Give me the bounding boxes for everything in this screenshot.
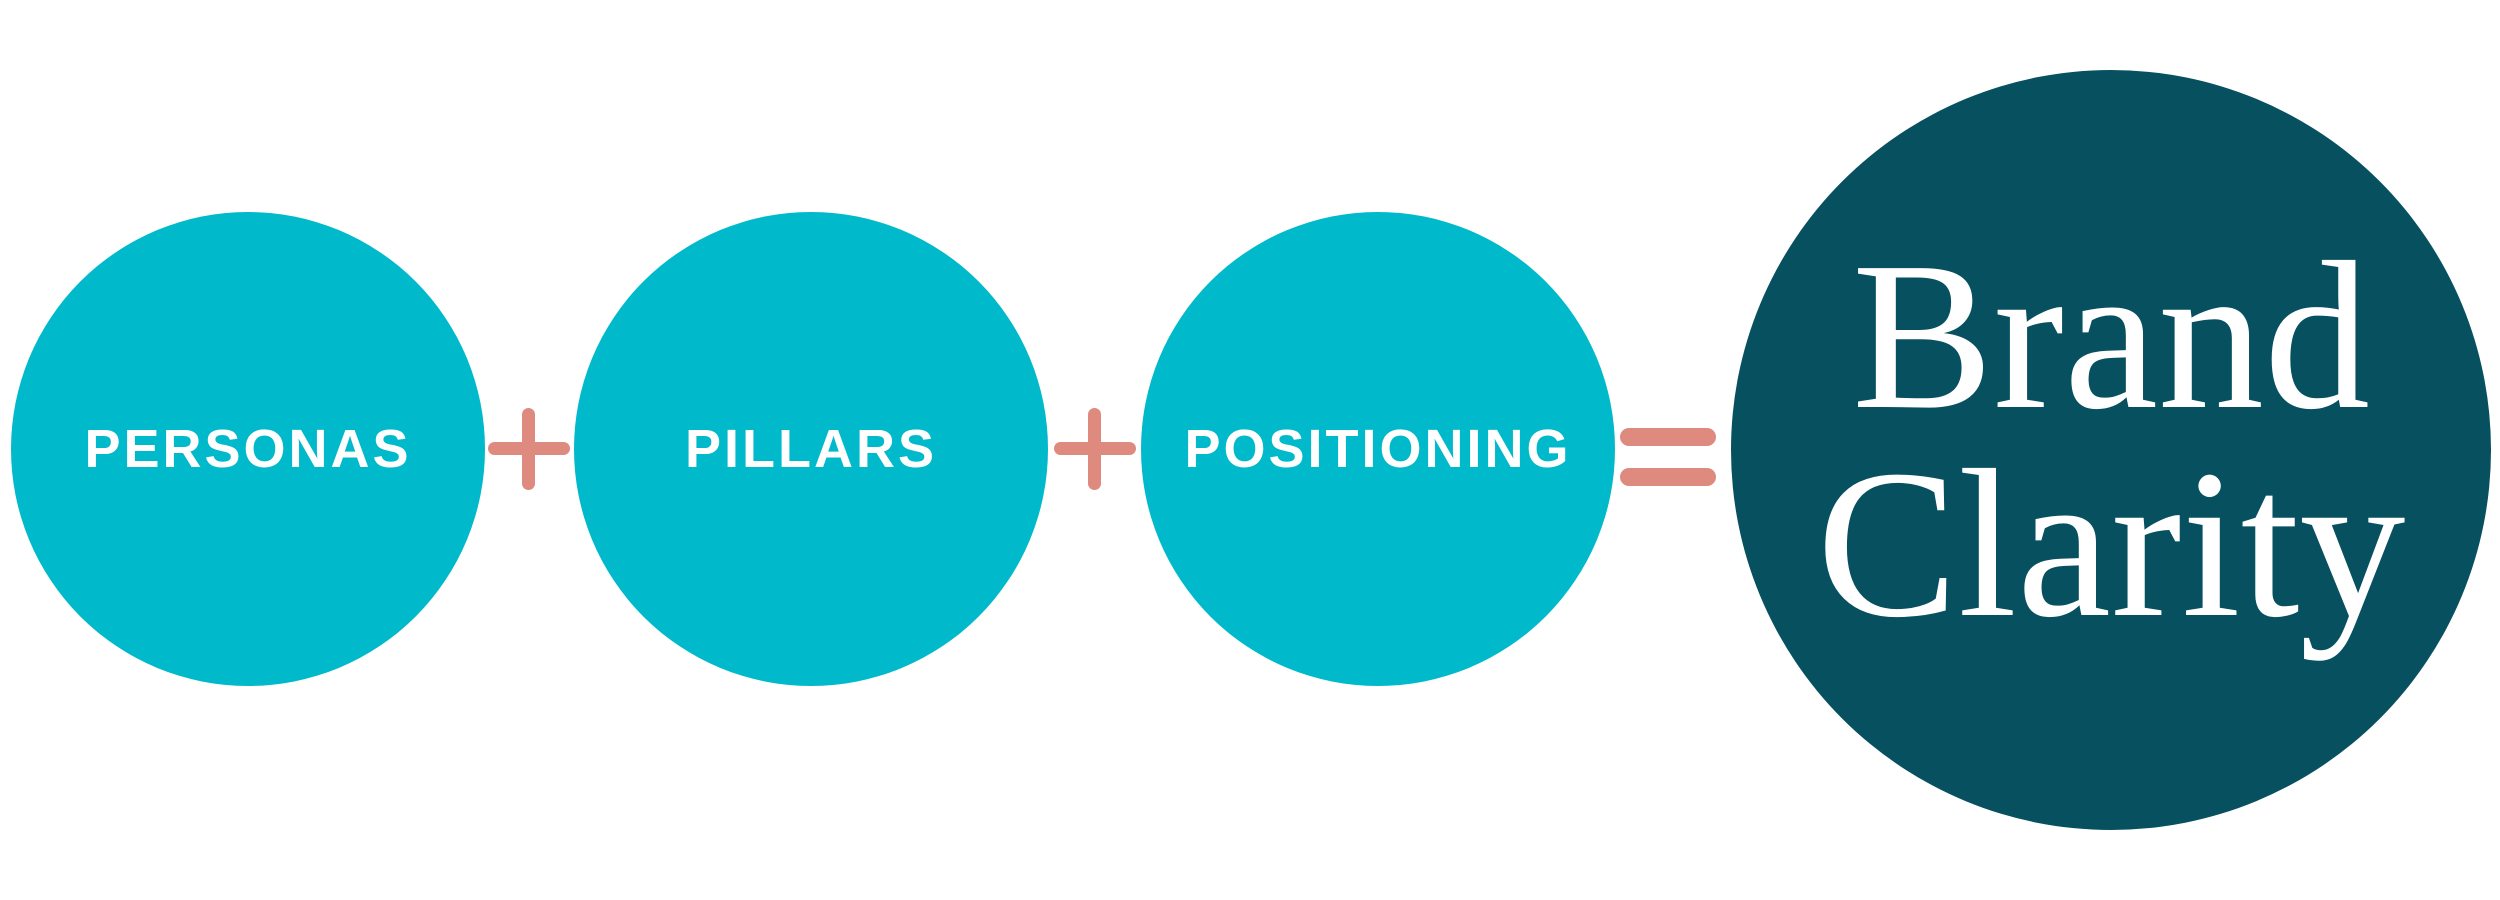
brand-clarity-circle: Brand Clarity bbox=[1731, 70, 2491, 830]
result-text: Brand Clarity bbox=[1816, 222, 2406, 661]
result-line-1: Brand bbox=[1851, 218, 2371, 453]
pillars-label: PILLARS bbox=[684, 419, 937, 479]
plus-icon bbox=[1054, 408, 1136, 490]
positioning-circle: POSITIONING bbox=[1141, 212, 1615, 686]
equals-icon bbox=[1620, 428, 1716, 486]
personas-circle: PERSONAS bbox=[11, 212, 485, 686]
result-line-2: Clarity bbox=[1816, 426, 2406, 661]
pillars-circle: PILLARS bbox=[574, 212, 1048, 686]
personas-label: PERSONAS bbox=[84, 419, 412, 479]
positioning-label: POSITIONING bbox=[1184, 419, 1572, 479]
plus-icon bbox=[488, 408, 570, 490]
